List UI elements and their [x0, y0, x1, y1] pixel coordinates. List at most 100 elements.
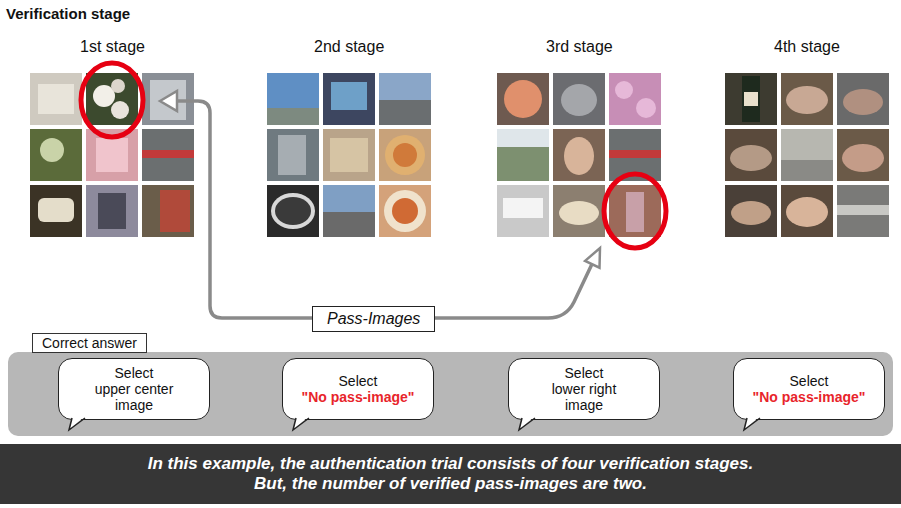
answer-tab: Correct answer — [32, 333, 147, 353]
photo-shape — [323, 129, 375, 181]
answer-band: Correct answerSelectupper center imageSe… — [8, 352, 893, 436]
photo-shape — [379, 73, 431, 125]
photo-shape — [267, 129, 319, 181]
photo-shape — [40, 138, 64, 162]
photo-shape — [585, 248, 600, 268]
selection-circles — [81, 63, 666, 248]
photo-shape — [609, 73, 661, 125]
photo-shape — [781, 73, 833, 125]
caption-band: In this example, the authentication tria… — [0, 444, 901, 504]
photo-shape — [626, 192, 644, 232]
photo-shape — [837, 129, 889, 181]
photo-shape — [725, 129, 777, 181]
photo-shape — [111, 101, 129, 119]
stage2-grid — [267, 73, 431, 237]
photo-shape — [38, 84, 74, 114]
photo-shape — [392, 198, 418, 224]
bubble-text: lower right image — [536, 381, 632, 413]
photo-shape — [379, 185, 431, 237]
photo-shape — [176, 101, 592, 318]
photo-shape — [275, 197, 311, 225]
photo-shape — [781, 185, 833, 237]
photo-shape — [609, 185, 661, 237]
bubble-text: Select — [115, 365, 154, 381]
photo-shape — [142, 73, 194, 125]
photo-shape — [379, 100, 431, 125]
photo-shape — [725, 185, 777, 237]
box-text: Pass-Images — [327, 310, 420, 327]
bubble-tail — [69, 417, 89, 431]
photo-shape — [323, 212, 375, 237]
photo-shape — [561, 84, 597, 116]
photo-shape — [331, 82, 367, 110]
stage-label: 4th stage — [774, 38, 840, 56]
photo-shape — [497, 73, 549, 125]
photo-shape — [786, 86, 828, 114]
photo-shape — [553, 185, 605, 237]
photo-shape — [497, 185, 549, 237]
photo-shape — [267, 108, 319, 125]
label-box: Pass-Images — [312, 306, 435, 332]
photo-shape — [86, 185, 138, 237]
pass-image-arrow — [160, 91, 600, 318]
photo-shape — [497, 129, 549, 147]
photo-shape — [267, 185, 319, 237]
tail-outline — [519, 418, 535, 430]
stage3-grid — [497, 73, 661, 237]
photo-shape — [96, 138, 128, 172]
photo-shape — [503, 198, 543, 218]
photo-shape — [842, 144, 884, 172]
tail-fill — [744, 416, 760, 430]
photo-shape — [837, 205, 889, 215]
photo-shape — [781, 160, 833, 181]
tail-outline — [69, 418, 85, 430]
stage-label: 3rd stage — [546, 38, 613, 56]
photo-shape — [843, 89, 883, 115]
photo-shape — [553, 129, 605, 181]
photo-shape — [837, 73, 889, 125]
stage4-grid — [725, 73, 889, 237]
tail-outline — [293, 418, 309, 430]
stage-label: 2nd stage — [314, 38, 384, 56]
photo-shape — [271, 193, 315, 229]
photo-shape — [837, 185, 889, 237]
photo-shape — [160, 190, 190, 232]
photo-shape — [38, 198, 74, 222]
bubble-text: Select — [565, 365, 604, 381]
bubble-text: "No pass-image" — [302, 389, 415, 405]
photo-shape — [636, 98, 656, 118]
photo-shape — [781, 129, 833, 181]
photo-shape — [742, 76, 760, 122]
photo-shape — [111, 79, 125, 93]
photo-shape — [744, 92, 758, 106]
speech-bubble: Selectlower right image — [508, 358, 660, 420]
photo-shape — [330, 138, 368, 172]
photo-shape — [564, 137, 594, 175]
tail-fill — [293, 416, 309, 430]
photo-shape — [731, 201, 771, 225]
photo-shape — [142, 185, 194, 237]
tail-fill — [519, 416, 535, 430]
photo-shape — [609, 150, 661, 158]
photo-shape — [497, 129, 549, 181]
photo-shape — [615, 81, 633, 99]
photo-shape — [504, 80, 542, 118]
photo-shape — [267, 73, 319, 125]
photo-shape — [730, 145, 772, 171]
speech-bubble: Select"No pass-image" — [282, 358, 434, 420]
photo-shape — [385, 135, 425, 175]
bubble-text: Select — [790, 373, 829, 389]
speech-bubble: Selectupper center image — [58, 358, 210, 420]
stage1-grid — [30, 73, 194, 237]
photo-shape — [604, 174, 666, 248]
photo-shape — [142, 129, 194, 181]
bubble-text: "No pass-image" — [753, 389, 866, 405]
caption-text: In this example, the authentication tria… — [145, 454, 757, 495]
bubble-text: upper center image — [86, 381, 182, 413]
bubble-tail — [744, 417, 764, 431]
bubble-text: Select — [339, 373, 378, 389]
photo-shape — [30, 185, 82, 237]
photo-shape — [98, 193, 126, 229]
photo-shape — [393, 143, 417, 167]
